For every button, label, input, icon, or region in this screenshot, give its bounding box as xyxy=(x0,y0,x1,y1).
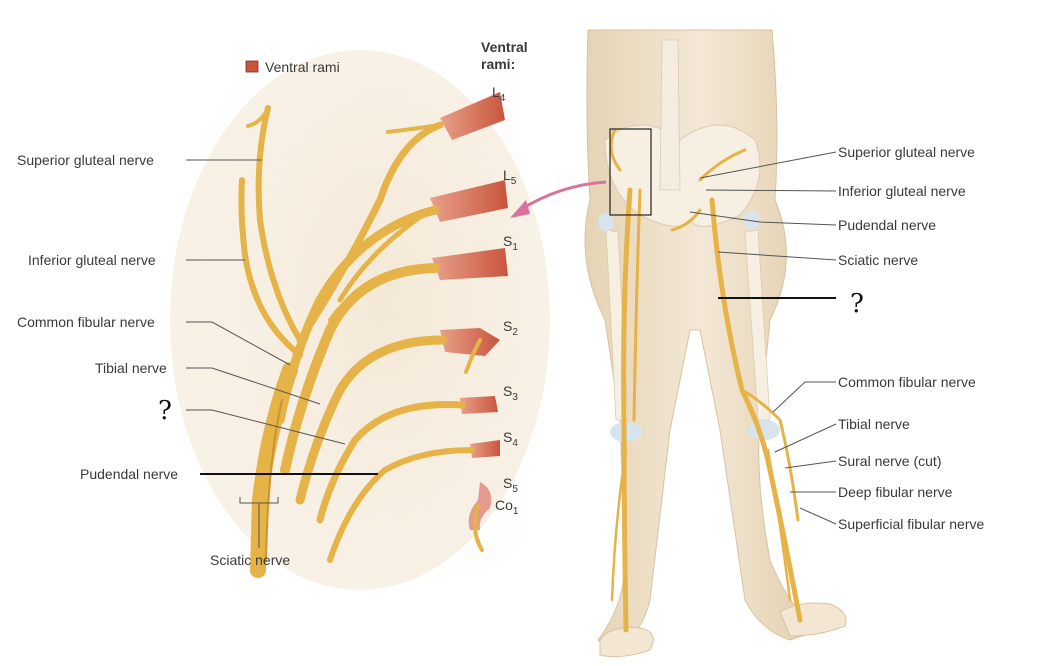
legend-swatch xyxy=(245,60,259,73)
right-label-sural: Sural nerve (cut) xyxy=(838,453,941,469)
right-label-inferior-gluteal: Inferior gluteal nerve xyxy=(838,183,966,199)
right-label-superior-gluteal: Superior gluteal nerve xyxy=(838,144,975,160)
left-label-superior-gluteal: Superior gluteal nerve xyxy=(17,152,154,168)
left-label-pudendal: Pudendal nerve xyxy=(80,466,178,482)
detail-indicator xyxy=(510,128,652,218)
magnify-arrow xyxy=(519,180,607,212)
right-labels: Superior gluteal nerve Inferior gluteal … xyxy=(689,144,985,532)
rami-heading-line1: Ventral xyxy=(481,39,528,55)
right-label-pudendal: Pudendal nerve xyxy=(838,217,936,233)
body-posterior-view xyxy=(584,29,847,658)
ramus-label-l4: L4 xyxy=(492,84,506,104)
rami-heading-line2: rami: xyxy=(481,56,515,72)
right-label-question: ? xyxy=(850,289,864,319)
ramus-label-s2: S2 xyxy=(503,318,518,338)
ramus-label-co1: Co1 xyxy=(495,497,519,517)
legend: Ventral rami xyxy=(245,59,340,75)
right-label-common-fibular: Common fibular nerve xyxy=(838,374,976,390)
body-nerves xyxy=(609,128,803,633)
left-label-tibial: Tibial nerve xyxy=(95,360,167,376)
rami-heading: Ventral rami: xyxy=(481,39,528,72)
rami-labels: L4 L5 S1 S2 S3 S4 S5 Co1 xyxy=(492,84,519,517)
ramus-label-s5: S5 xyxy=(503,475,518,495)
detail-box xyxy=(609,128,652,216)
legend-label: Ventral rami xyxy=(265,59,340,75)
magnify-arrow-head xyxy=(510,200,530,218)
ramus-label-s3: S3 xyxy=(503,383,518,403)
ramus-label-s4: S4 xyxy=(503,429,518,449)
left-label-question: ? xyxy=(158,396,172,426)
left-label-common-fibular: Common fibular nerve xyxy=(17,314,155,330)
right-label-tibial: Tibial nerve xyxy=(838,416,910,432)
plexus-panel xyxy=(170,50,550,590)
left-label-sciatic: Sciatic nerve xyxy=(210,552,290,568)
right-label-superficial-fibular: Superficial fibular nerve xyxy=(838,516,985,532)
ramus-label-s1: S1 xyxy=(503,233,518,253)
ramus-label-l5: L5 xyxy=(503,167,517,187)
right-label-deep-fibular: Deep fibular nerve xyxy=(838,484,953,500)
right-label-sciatic: Sciatic nerve xyxy=(838,252,918,268)
left-labels: Superior gluteal nerve Inferior gluteal … xyxy=(17,152,378,568)
left-label-inferior-gluteal: Inferior gluteal nerve xyxy=(28,252,156,268)
plexus-nerves xyxy=(238,105,484,578)
